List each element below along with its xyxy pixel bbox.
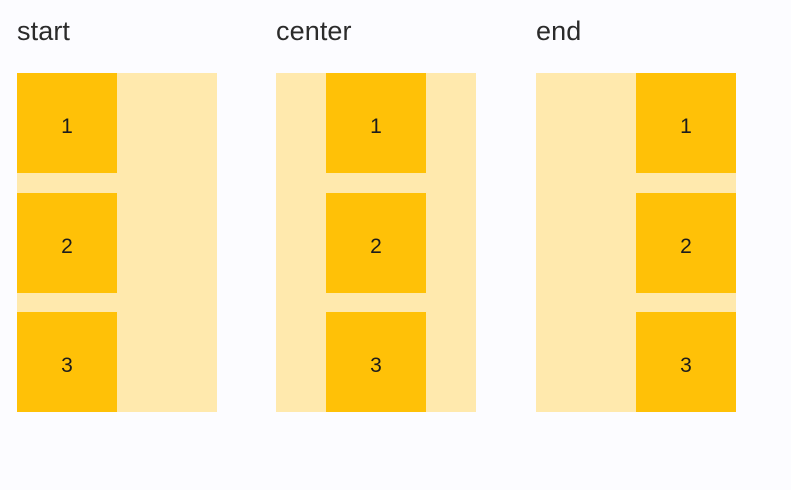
flex-container-end: 1 2 3 [536,73,736,412]
flex-item: 2 [17,192,117,293]
flex-item: 1 [326,73,426,173]
panel-end-label: end [536,16,582,46]
flex-item: 3 [326,312,426,412]
flex-item: 3 [17,312,117,412]
flex-item: 2 [636,192,736,293]
flex-container-start: 1 2 3 [17,73,217,412]
panel-start-label: start [17,16,71,46]
flex-item: 1 [636,73,736,173]
flex-item: 1 [17,73,117,173]
panel-center-label: center [276,16,352,46]
flex-item: 3 [636,312,736,412]
flex-container-center: 1 2 3 [276,73,476,412]
flex-item: 2 [326,192,426,293]
